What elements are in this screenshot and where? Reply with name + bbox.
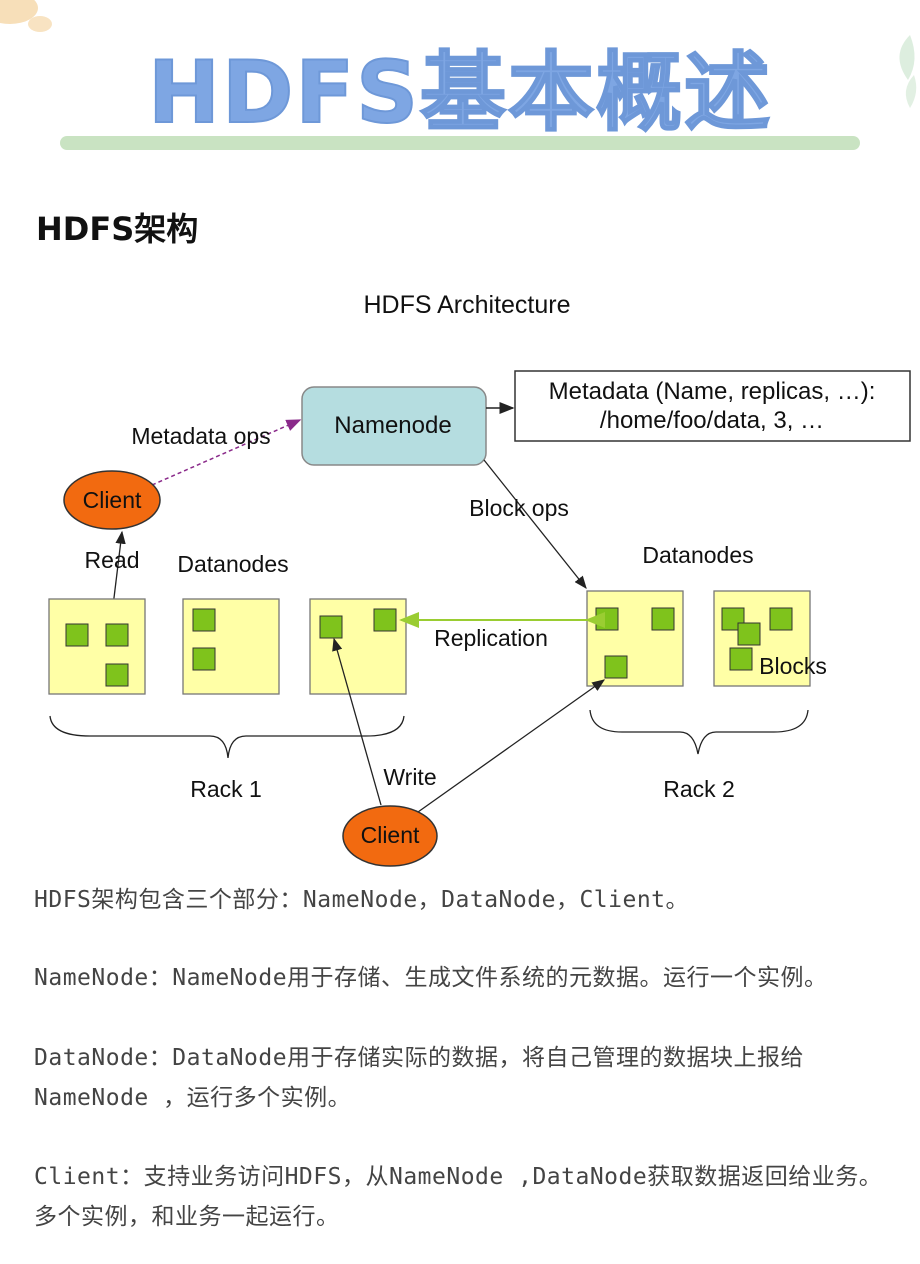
datanode-rack2-1 [586,590,684,687]
description-overview: HDFS架构包含三个部分：NameNode，DataNode，Client。 [34,887,690,913]
leaf-decoration [899,35,917,108]
read-arrow [112,530,126,607]
datanodes-right-label: Datanodes [642,542,753,568]
description-namenode: NameNode：NameNode用于存储、生成文件系统的元数据。运行一个实例。 [34,965,828,991]
datanodes-left-label: Datanodes [177,551,288,577]
rack1-brace [49,715,405,759]
blocks-label: Blocks [759,653,827,679]
block-ops-arrow [483,459,587,590]
datanode-rack1-3 [309,598,407,695]
client-top [63,470,161,530]
description-datanode: DataNode：DataNode用于存储实际的数据，将自己管理的数据块上报给N… [34,1045,805,1111]
section-heading: HDFS架构 [36,210,199,248]
write-label: Write [383,764,436,790]
page-title: HDFS基本概述 [147,42,773,144]
client-to-datanode-arrow [417,679,606,813]
read-label: Read [85,547,140,573]
metadata-line-2: /home/foo/data, 3, … [600,407,824,434]
corner-decoration [0,0,52,32]
metadata-ops-arrow [151,419,302,486]
rack2-label: Rack 2 [663,776,735,802]
replication-label: Replication [434,625,548,651]
rack1-label: Rack 1 [190,776,262,802]
namenode-box [301,386,487,466]
title-underline [60,136,860,150]
block-ops-label: Block ops [469,495,569,521]
hdfs-architecture-diagram: HDFS Architecture Namenode Metadata (Nam… [48,291,911,867]
metadata-ops-label: Metadata ops [131,423,270,449]
metadata-box [514,370,911,442]
datanode-rack1-1 [48,598,146,695]
client-bottom-label: Client [361,822,420,848]
rack2-brace [589,709,809,755]
diagram-title: HDFS Architecture [363,291,570,319]
metadata-line-1: Metadata (Name, replicas, …): [549,378,876,405]
datanode-rack1-2 [182,598,280,695]
description-client: Client：支持业务访问HDFS，从NameNode ,DataNode获取数… [34,1164,883,1230]
namenode-label: Namenode [334,412,451,439]
datanode-rack2-2 [713,590,811,687]
client-top-label: Client [83,487,142,513]
client-bottom [342,805,438,867]
write-arrow [332,637,382,806]
